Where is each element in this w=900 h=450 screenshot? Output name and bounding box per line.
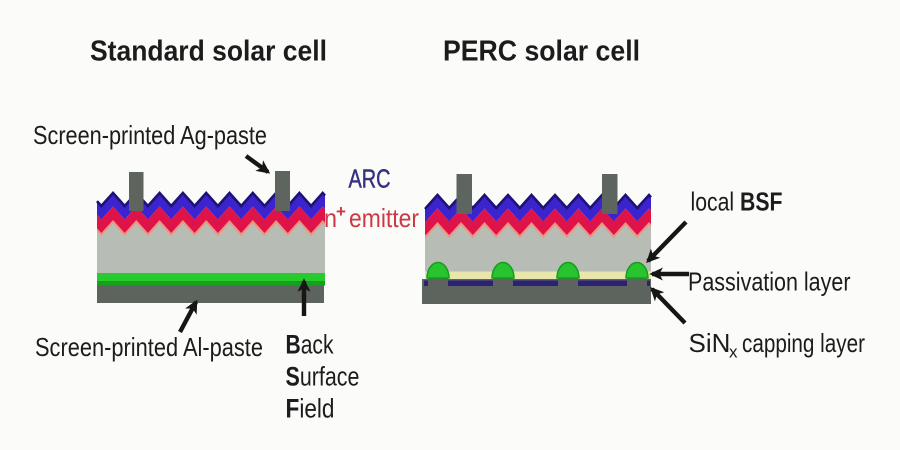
svg-text:capping layer: capping layer	[742, 328, 865, 358]
svg-text:Passivation layer: Passivation layer	[688, 267, 851, 297]
svg-text:Surface: Surface	[286, 362, 360, 392]
svg-text:Standard solar cell: Standard solar cell	[90, 36, 327, 68]
svg-text:x: x	[729, 343, 738, 362]
svg-text:SiN: SiN	[689, 328, 731, 358]
svg-text:Field: Field	[286, 394, 335, 424]
svg-text:+: +	[336, 202, 346, 221]
svg-text:PERC solar cell: PERC solar cell	[443, 36, 640, 68]
svg-text:local BSF: local BSF	[691, 187, 783, 217]
svg-text:Back: Back	[286, 330, 334, 360]
svg-text:ARC: ARC	[349, 164, 391, 194]
svg-text:emitter: emitter	[349, 203, 419, 233]
svg-text:Screen-printed Al-paste: Screen-printed Al-paste	[35, 332, 263, 362]
svg-text:n: n	[324, 203, 337, 233]
svg-text:Screen-printed Ag-paste: Screen-printed Ag-paste	[33, 120, 267, 150]
